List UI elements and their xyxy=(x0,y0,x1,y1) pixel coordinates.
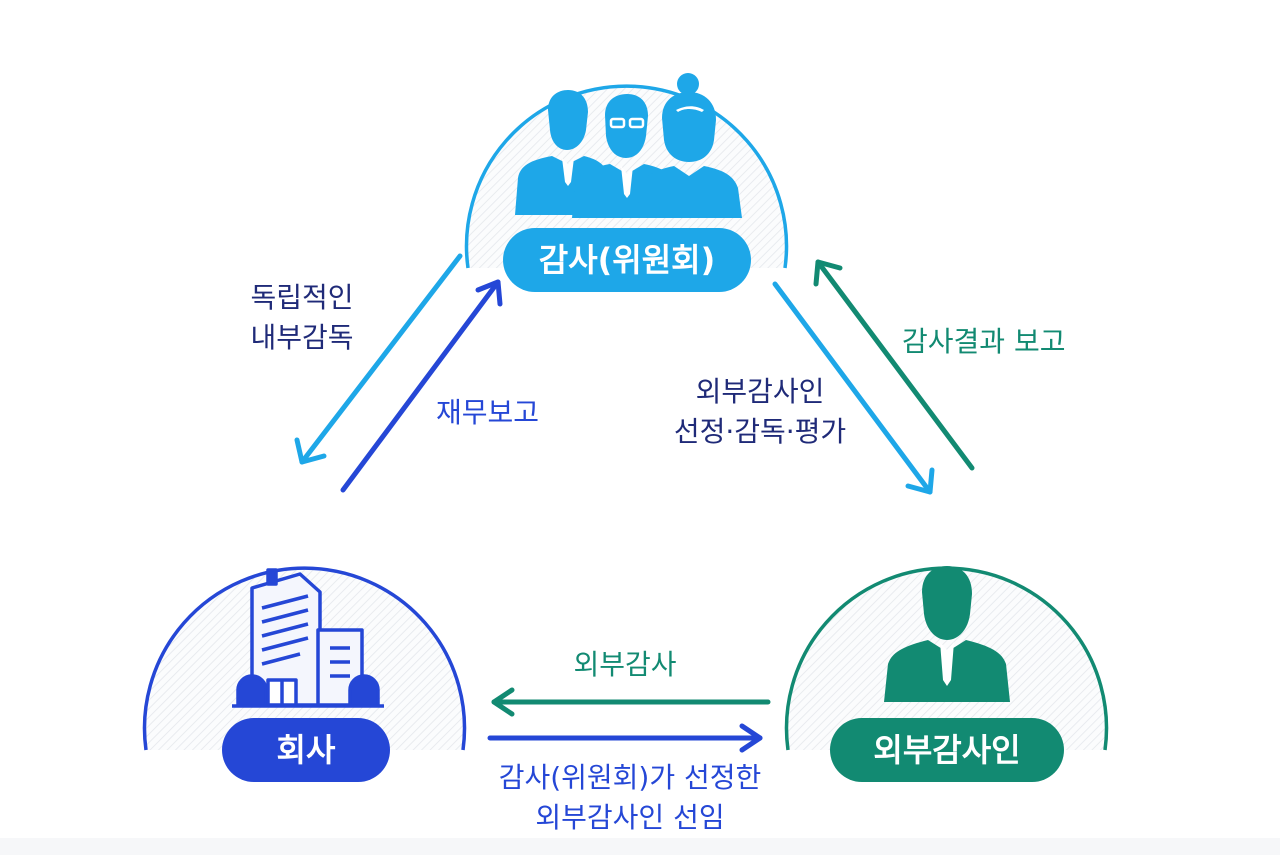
internal-supervision-line2: 내부감독 xyxy=(250,321,354,354)
bottom-band xyxy=(0,838,1280,855)
auditor-selection-label: 외부감사인 선정·감독·평가 xyxy=(640,372,880,452)
auditor-selection-line2: 선정·감독·평가 xyxy=(673,415,847,448)
company-label: 회사 xyxy=(222,718,390,782)
external-auditor-label: 외부감사인 xyxy=(830,718,1064,782)
arrow-audit-result-report xyxy=(813,259,975,471)
financial-report-label: 재무보고 xyxy=(436,396,540,429)
internal-supervision-line1: 독립적인 xyxy=(250,281,354,314)
company-node xyxy=(142,566,467,751)
appointment-line1: 감사(위원회)가 선정한 xyxy=(498,761,762,794)
audit-committee-label: 감사(위원회) xyxy=(503,228,751,292)
auditor-selection-line1: 외부감사인 xyxy=(695,375,825,408)
arrow-auditor-selection xyxy=(772,281,935,495)
external-auditor-node xyxy=(784,566,1109,751)
arrow-external-audit xyxy=(491,687,771,717)
arrow-internal-supervision xyxy=(294,253,463,465)
arrow-appointment xyxy=(487,723,763,753)
audit-committee-node xyxy=(464,73,789,269)
audit-result-report-label: 감사결과 보고 xyxy=(902,325,1066,358)
appointment-line2: 외부감사인 선임 xyxy=(535,801,725,834)
arrow-financial-report xyxy=(340,279,503,493)
internal-supervision-label: 독립적인 내부감독 xyxy=(222,278,382,358)
building-icon xyxy=(232,568,384,708)
external-audit-label: 외부감사 xyxy=(573,648,677,681)
appointment-label: 감사(위원회)가 선정한 외부감사인 선임 xyxy=(460,758,800,838)
